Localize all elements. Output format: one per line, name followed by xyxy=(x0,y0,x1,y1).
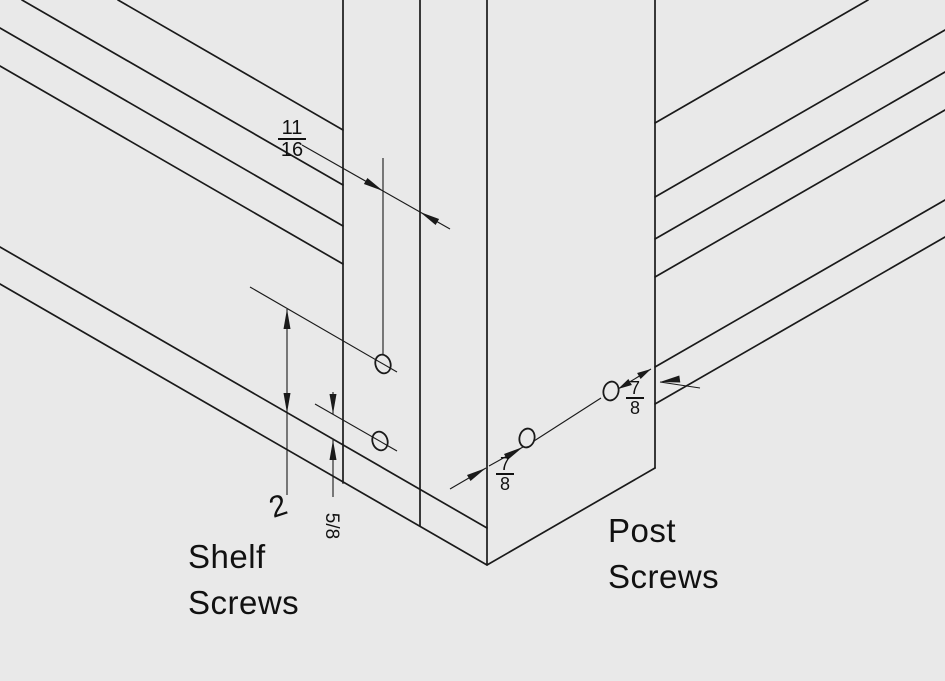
dimension-numerator: 7 xyxy=(625,379,644,400)
right-rail-top-edge-2 xyxy=(654,29,945,198)
right-rail-face-edge-1 xyxy=(654,71,945,240)
arrow-to-left-post-screw xyxy=(504,447,523,460)
dimension-denominator: 8 xyxy=(499,474,510,495)
bottom-edge xyxy=(0,283,656,566)
dim-7-8-edge-leader xyxy=(659,381,701,389)
screw-holes xyxy=(371,353,620,452)
dimension-lines xyxy=(249,144,701,497)
right-shelf-edge-1 xyxy=(654,199,945,368)
dimension-post-screw-edge: 7 8 xyxy=(622,379,648,418)
dimension-numerator: 7 xyxy=(495,455,514,476)
ext-line-lower-screw-iso xyxy=(314,403,398,452)
dimension-denominator: 16 xyxy=(280,139,304,162)
arrow-11-16-right xyxy=(420,212,440,225)
dimension-shelf-screw-offset: 5/8 xyxy=(321,512,343,540)
structure-lines xyxy=(0,0,945,566)
arrow-5-8-up xyxy=(329,440,337,460)
arrow-11-16-left xyxy=(363,178,383,191)
post-screws-label-line1: Post xyxy=(608,512,677,549)
arrow-edge-leader xyxy=(660,375,681,383)
arrow-to-right-edge xyxy=(637,369,651,379)
arrow-2-top xyxy=(283,309,291,329)
post-screws-label-line2: Screws xyxy=(608,558,720,595)
right-rail-face-edge-2 xyxy=(654,109,945,278)
shelf-screws-label-line1: Shelf xyxy=(188,538,266,575)
ext-line-upper-screw-iso xyxy=(249,286,398,373)
right-shelf-edge-2 xyxy=(654,236,945,405)
dimension-post-screw-corner: 7 8 xyxy=(492,455,518,494)
left-rail-top-edge-2 xyxy=(21,0,344,186)
screw-alignment-line xyxy=(533,397,602,442)
left-rail-face-edge-1 xyxy=(0,27,344,227)
left-shelf-top-edge xyxy=(0,246,488,529)
post-screws-label: Post Screws xyxy=(608,508,719,600)
shelf-screws-label-line2: Screws xyxy=(188,584,300,621)
arrow-to-right-post-screw xyxy=(618,379,632,389)
shelf-screws-label: Shelf Screws xyxy=(188,534,299,626)
arrow-5-8-down xyxy=(329,394,337,414)
arrow-2-bottom xyxy=(283,393,291,413)
right-rail-top-edge-1 xyxy=(654,0,869,124)
dimension-denominator: 8 xyxy=(629,398,640,419)
arrow-corner-edge xyxy=(467,468,486,481)
post-screw-hole-right xyxy=(602,380,620,402)
left-rail-top-edge-1 xyxy=(117,0,344,131)
post-screw-hole-left xyxy=(518,427,536,449)
dimension-rail-inset: 11 16 xyxy=(269,118,315,161)
left-rail-face-edge-2 xyxy=(0,65,344,265)
arrowheads xyxy=(283,178,681,481)
dimension-numerator: 11 xyxy=(277,118,307,141)
dim-11-16-span xyxy=(382,190,421,213)
